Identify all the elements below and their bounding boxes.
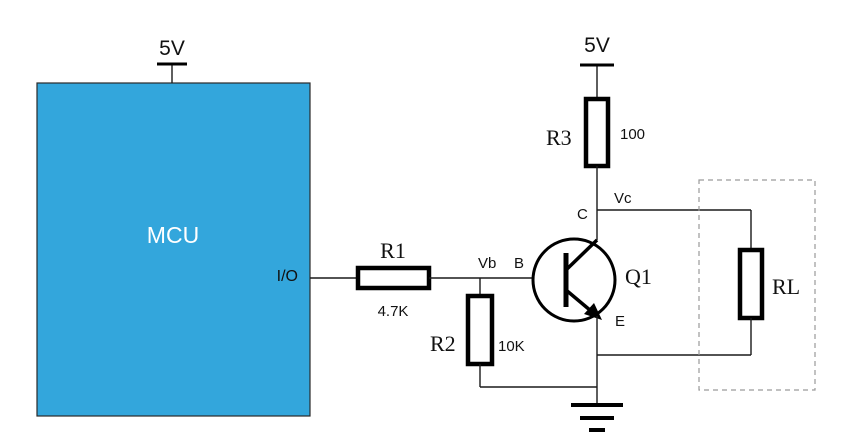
- transistor-label: Q1: [625, 264, 652, 289]
- mcu-block: [36, 82, 311, 417]
- base-pin-label: B: [514, 255, 524, 272]
- r3-name: R3: [546, 125, 572, 150]
- load-dashed-box: [698, 179, 816, 391]
- r2-resistor: [465, 293, 495, 367]
- collector-pin-label: C: [577, 206, 588, 223]
- r3-value: 100: [620, 126, 645, 143]
- ground-icon: [571, 403, 623, 432]
- r1-name: R1: [380, 238, 406, 263]
- r1-resistor: [355, 265, 432, 291]
- rl-resistor: [737, 247, 765, 321]
- r2-name: R2: [430, 331, 456, 356]
- r2-value: 10K: [498, 338, 525, 355]
- load-label: RL: [772, 274, 800, 299]
- collector-supply-rail-icon: [580, 63, 614, 99]
- emitter-pin-label: E: [615, 313, 625, 330]
- mcu-label: MCU: [147, 222, 199, 248]
- mcu-supply-label: 5V: [159, 37, 185, 60]
- mcu-supply-rail-icon: [157, 62, 187, 83]
- vc-label: Vc: [614, 190, 632, 207]
- r1-value: 4.7K: [378, 303, 409, 320]
- npn-transistor-icon: [531, 237, 617, 323]
- vb-label: Vb: [478, 255, 496, 272]
- collector-supply-label: 5V: [584, 34, 610, 57]
- r3-resistor: [583, 96, 611, 169]
- io-pin-label: I/O: [277, 268, 298, 285]
